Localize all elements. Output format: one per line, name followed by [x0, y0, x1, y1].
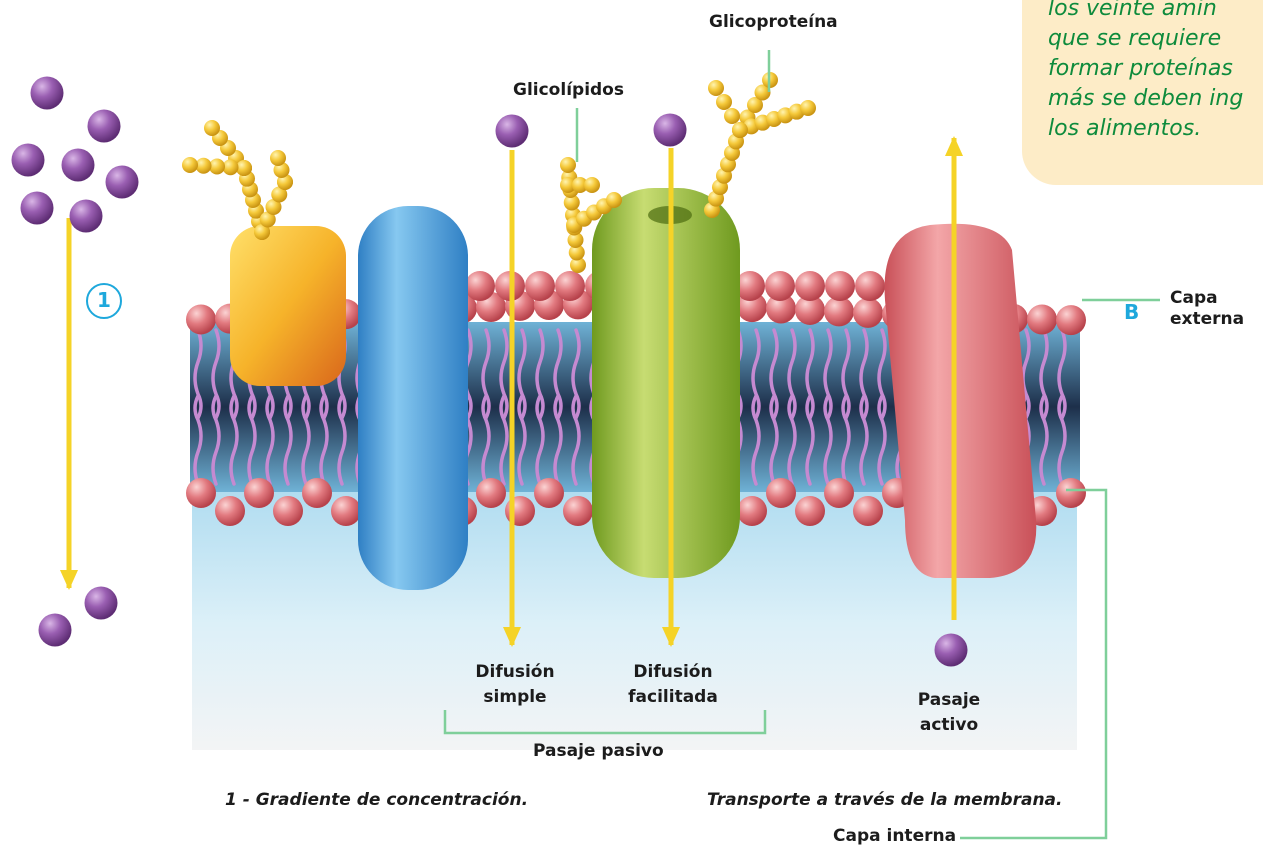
lipid-head-top: [186, 304, 216, 334]
arrow-head: [60, 570, 78, 590]
sugar-bead: [584, 177, 600, 193]
blue-protein: [358, 206, 468, 590]
yellow-protein: [230, 226, 346, 386]
lipid-head-bottom: [273, 496, 303, 526]
note-line: los alimentos.: [1048, 114, 1201, 144]
lipid-head-top: [525, 271, 555, 301]
lipid-head-top: [465, 271, 495, 301]
lipid-head-top: [1056, 305, 1086, 335]
info-note-box: los veinte amin que se requiere formar p…: [1022, 0, 1263, 185]
lipid-head-bottom: [824, 478, 854, 508]
red-carrier-protein: [885, 224, 1037, 578]
solute-molecule: [85, 587, 118, 620]
sugar-bead: [204, 120, 220, 136]
lipid-head-bottom: [795, 496, 825, 526]
sugar-bead: [182, 157, 198, 173]
lipid-head-bottom: [244, 478, 274, 508]
arrow-head: [945, 136, 963, 156]
solute-molecule: [70, 200, 103, 233]
figure-marker-1: 1: [86, 283, 122, 319]
label-pasaje-pasivo: Pasaje pasivo: [533, 741, 664, 762]
label-glicolipidos: Glicolípidos: [513, 80, 624, 101]
solute-molecule: [39, 614, 72, 647]
sugar-bead: [724, 108, 740, 124]
lipid-head-bottom: [331, 496, 361, 526]
caption-transporte: Transporte a través de la membrana.: [707, 790, 1062, 810]
caption-gradiente: 1 - Gradiente de concentración.: [225, 790, 528, 810]
lipid-head-bottom: [766, 478, 796, 508]
solute-molecule: [654, 114, 687, 147]
sugar-bead: [606, 192, 622, 208]
label-capa-externa: Capa externa: [1170, 288, 1244, 330]
sugar-bead: [270, 150, 286, 166]
sugar-bead: [716, 94, 732, 110]
note-line: formar proteínas: [1048, 54, 1233, 84]
lipid-head-bottom: [215, 496, 245, 526]
solute-molecule: [31, 77, 64, 110]
lipid-head-bottom: [302, 478, 332, 508]
lipid-head-top: [795, 271, 825, 301]
solute-molecule: [935, 634, 968, 667]
lipid-head-bottom: [737, 496, 767, 526]
lipid-head-top: [1027, 305, 1057, 335]
solute-molecule: [62, 149, 95, 182]
lipid-head-top: [853, 298, 883, 328]
note-line: más se deben ing: [1048, 84, 1243, 114]
lipid-head-bottom: [563, 496, 593, 526]
label-difusion-facilitada: Difusión facilitada: [628, 662, 718, 708]
solute-molecule: [496, 115, 529, 148]
lipid-head-bottom: [476, 478, 506, 508]
lipid-head-bottom: [853, 496, 883, 526]
sugar-bead: [800, 100, 816, 116]
lipid-head-bottom: [534, 478, 564, 508]
label-capa-interna: Capa interna: [833, 826, 956, 847]
sugar-bead: [560, 157, 576, 173]
label-glicoproteina: Glicoproteína: [709, 12, 838, 33]
note-line: que se requiere: [1048, 24, 1221, 54]
lipid-head-bottom: [186, 478, 216, 508]
lipid-head-top: [555, 271, 585, 301]
lipid-head-top: [825, 271, 855, 301]
lipid-head-top: [765, 271, 795, 301]
solute-molecule: [88, 110, 121, 143]
sugar-bead: [732, 122, 748, 138]
green-channel-protein: [592, 188, 740, 578]
sugar-bead: [708, 80, 724, 96]
lipid-head-bottom: [1056, 478, 1086, 508]
solute-molecule: [21, 192, 54, 225]
label-difusion-simple: Difusión simple: [470, 662, 560, 708]
note-line: los veinte amin: [1048, 0, 1217, 24]
figure-marker-b: B: [1124, 300, 1139, 324]
label-pasaje-activo: Pasaje activo: [904, 690, 994, 736]
solute-molecule: [106, 166, 139, 199]
solute-molecule: [12, 144, 45, 177]
lipid-head-top: [855, 271, 885, 301]
